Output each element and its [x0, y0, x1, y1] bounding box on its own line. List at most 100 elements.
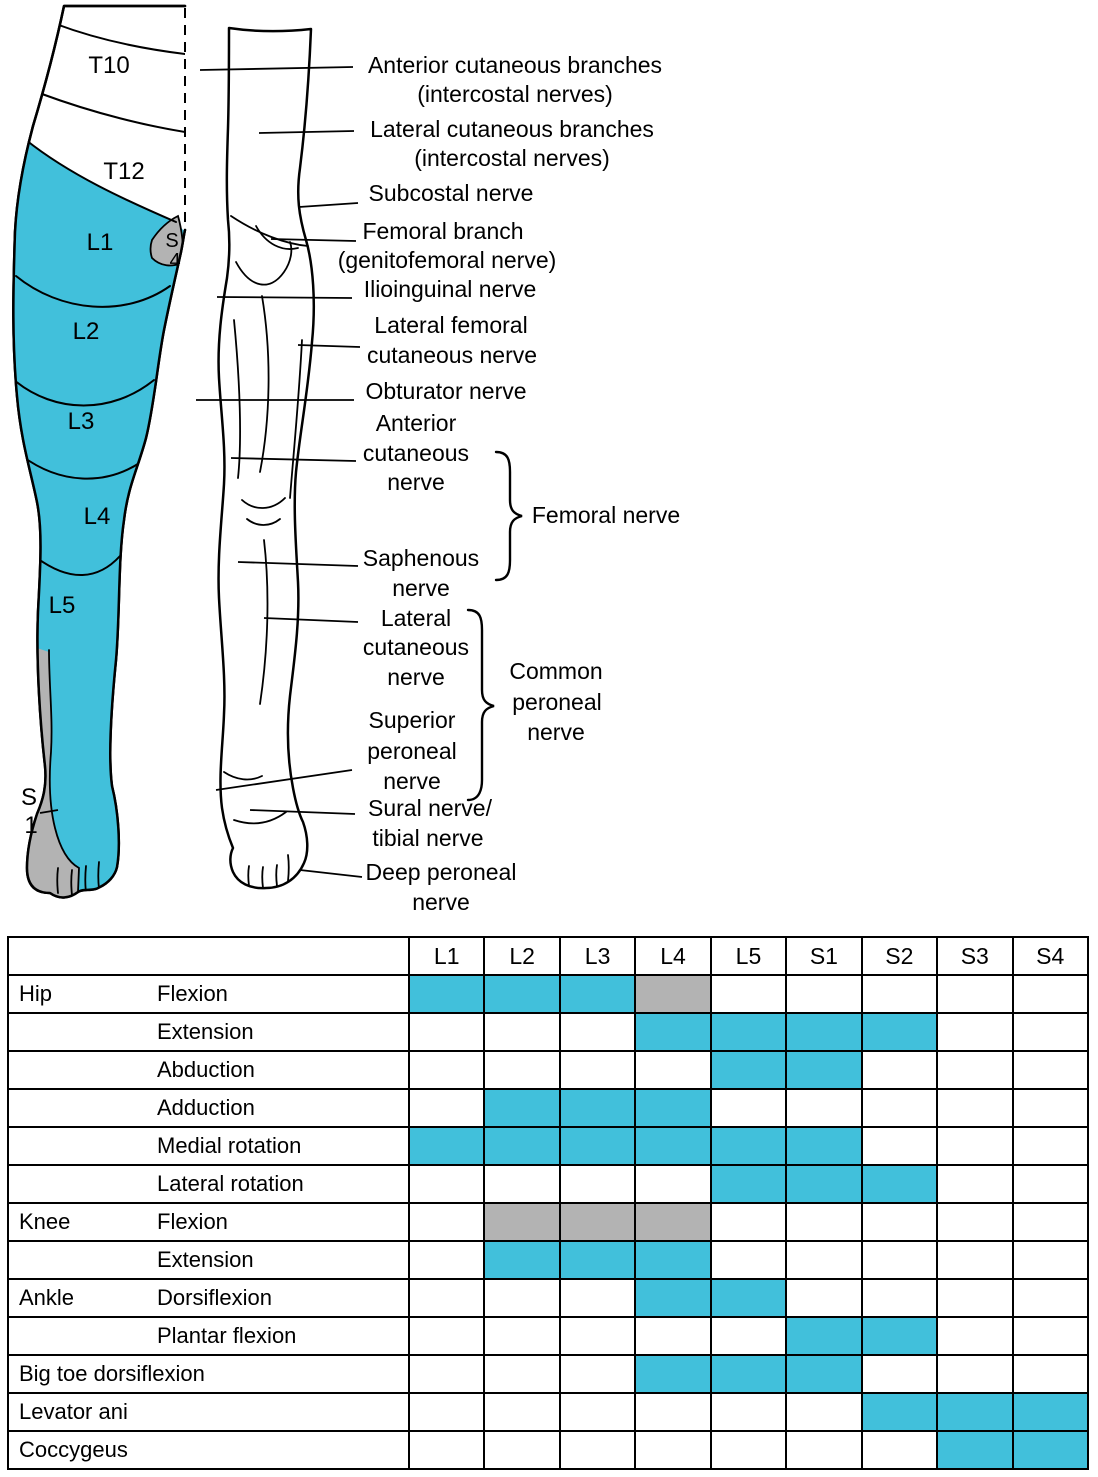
- cell-l2: [483, 1430, 561, 1470]
- row-movement: Extension: [157, 1019, 254, 1044]
- cell-s4: [1011, 1316, 1089, 1356]
- cell-l4: [634, 1430, 712, 1470]
- cell-l1: [407, 1088, 486, 1128]
- label-ilioinguinal-nerve: Ilioinguinal nerve: [364, 276, 537, 302]
- toe-line: [97, 861, 100, 890]
- cell-s4: [1011, 1088, 1089, 1128]
- label-deep-peroneal-2: nerve: [412, 889, 470, 915]
- cell-s4: [1011, 1050, 1089, 1090]
- row-label-cell: Abduction: [7, 1050, 410, 1090]
- cell-l3: [558, 1354, 637, 1394]
- row-category: Coccygeus: [19, 1437, 128, 1462]
- cell-s1: [785, 1012, 863, 1052]
- cell-s4: [1011, 1126, 1089, 1166]
- table-row: Plantar flexion: [7, 1316, 1089, 1356]
- cell-l5: [709, 1430, 788, 1470]
- dermatome-label-s4-s: S: [165, 230, 178, 252]
- row-movement: Flexion: [157, 981, 228, 1006]
- cell-l4: [634, 1392, 712, 1432]
- common-peroneal-brace: [466, 608, 495, 802]
- cell-s2: [860, 1354, 939, 1394]
- nerve-territory-line: [233, 319, 241, 479]
- label-sural-tibial-2: tibial nerve: [372, 825, 483, 851]
- cell-l2: [483, 1240, 561, 1280]
- dermatome-leg-outline-stroke: [12, 4, 187, 899]
- leader-lateral-cutaneous-nerve: [263, 617, 359, 623]
- cell-s1: [785, 1050, 863, 1090]
- cell-s2: [860, 1126, 939, 1166]
- row-label-cell: Extension: [7, 1012, 410, 1052]
- cell-l5: [709, 1088, 788, 1128]
- cell-l5: [709, 1316, 788, 1356]
- leader-saphenous-nerve: [237, 561, 359, 567]
- cell-s1: [785, 1316, 863, 1356]
- cell-s1: [785, 1278, 863, 1318]
- cell-s3: [936, 1012, 1014, 1052]
- dermatome-boundary-line: [36, 555, 121, 576]
- row-movement: Lateral rotation: [157, 1171, 304, 1196]
- table-row: Levator ani: [7, 1392, 1089, 1432]
- cell-s2: [860, 1278, 939, 1318]
- corner-cell: [7, 936, 410, 976]
- leader-lateral-cutaneous-branches: [258, 130, 355, 134]
- label-common-peroneal-1: Common: [509, 658, 602, 684]
- cell-l2: [483, 1012, 561, 1052]
- dermatome-boundary-line: [21, 455, 142, 480]
- dermatome-label-t12: T12: [103, 158, 144, 185]
- cell-l2: [483, 1126, 561, 1166]
- leader-anterior-cutaneous-branches: [199, 66, 354, 71]
- label-saphenous-1: Saphenous: [363, 545, 479, 571]
- cell-s2: [860, 1316, 939, 1356]
- lower-limb-innervation-figure: T10 T12 L1 L2 L3 L4 L5 S 4 S 1: [12, 4, 680, 915]
- table-row: Adduction: [7, 1088, 1089, 1128]
- cell-s1: [785, 1164, 863, 1204]
- cell-l1: [407, 1278, 486, 1318]
- row-label-cell: Adduction: [7, 1088, 410, 1128]
- table-row: Abduction: [7, 1050, 1089, 1090]
- dermatome-label-s4-4: 4: [169, 250, 180, 272]
- leader-subcostal-nerve: [298, 202, 359, 208]
- label-anterior-cutaneous-nerve-2: cutaneous: [363, 440, 469, 466]
- row-label-cell: Coccygeus: [7, 1430, 410, 1470]
- label-anterior-cutaneous-branches-2: (intercostal nerves): [417, 81, 613, 107]
- label-superior-peroneal-3: nerve: [383, 768, 441, 794]
- cell-s3: [936, 1430, 1014, 1470]
- dermatome-label-l3: L3: [68, 408, 95, 435]
- label-femoral-nerve: Femoral nerve: [532, 502, 680, 528]
- cell-l1: [407, 1240, 486, 1280]
- label-subcostal-nerve: Subcostal nerve: [369, 180, 534, 206]
- cell-l2: [483, 1088, 561, 1128]
- cell-l1: [407, 1164, 486, 1204]
- label-anterior-cutaneous-nerve-1: Anterior: [376, 410, 457, 436]
- cell-l5: [709, 1126, 788, 1166]
- dermatome-boundary-line: [25, 139, 177, 223]
- column-header-s2: S2: [860, 936, 939, 976]
- cell-l5: [709, 1012, 788, 1052]
- row-label-cell: Levator ani: [7, 1392, 410, 1432]
- label-lateral-cutaneous-branches: Lateral cutaneous branches: [370, 116, 654, 142]
- nerve-territory-line: [289, 339, 303, 499]
- cell-s2: [860, 1392, 939, 1432]
- cell-l5: [709, 1354, 788, 1394]
- toe-line: [275, 864, 278, 887]
- cell-l3: [558, 1392, 637, 1432]
- label-anterior-cutaneous-nerve-3: nerve: [387, 469, 445, 495]
- cell-l2: [483, 1202, 561, 1242]
- cell-l2: [483, 1278, 561, 1318]
- cell-l3: [558, 1240, 637, 1280]
- cell-s4: [1011, 1354, 1089, 1394]
- dermatome-label-l1: L1: [87, 229, 114, 256]
- dermatome-label-t10: T10: [88, 52, 129, 79]
- cell-s1: [785, 1430, 863, 1470]
- toe-line: [261, 866, 264, 889]
- column-header-l2: L2: [483, 936, 561, 976]
- row-category: Ankle: [19, 1285, 75, 1310]
- cell-l1: [407, 1316, 486, 1356]
- cell-l5: [709, 1278, 788, 1318]
